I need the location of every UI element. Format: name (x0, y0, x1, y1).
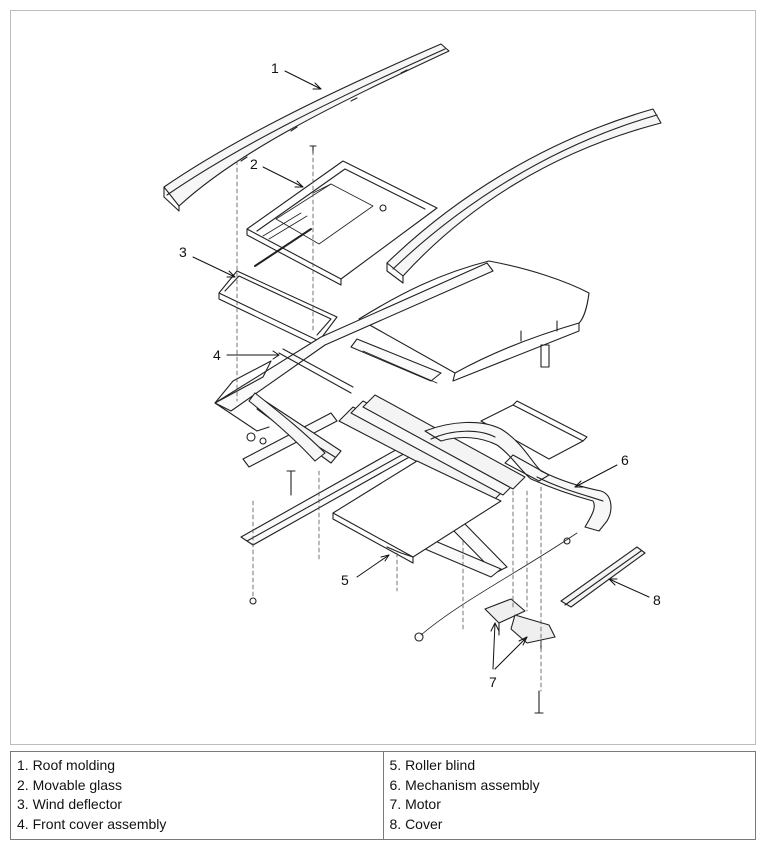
movable-glass-part (246, 145, 438, 286)
exploded-view-figure: 1 2 3 4 5 6 7 8 (10, 10, 756, 745)
legend-item-cover: 8. Cover (389, 815, 443, 832)
wind-deflector-part (218, 228, 338, 348)
assembly-guide-lines (236, 150, 542, 692)
legend-item-roof-molding: 1. Roof molding (17, 757, 116, 773)
legend-item-roller-blind: 5. Roller blind (389, 757, 476, 773)
callout-leaders (192, 70, 650, 670)
callout-2: 2 (250, 156, 258, 172)
callout-6: 6 (621, 452, 629, 468)
roof-molding-left-part (163, 43, 450, 212)
roller-tubes (338, 394, 526, 502)
callout-4: 4 (213, 347, 221, 363)
callout-1: 1 (271, 60, 279, 76)
roller-blind-part (332, 460, 502, 564)
roof-molding-right-part (386, 108, 662, 284)
legend-item-mechanism-assembly: 6. Mechanism assembly (389, 776, 540, 793)
front-shield-part (248, 392, 326, 462)
legend-column-left: 1. Roof molding 2. Movable glass 3. Wind… (11, 752, 383, 839)
cover-part (560, 546, 646, 608)
parts-legend-table: 1. Roof molding 2. Movable glass 3. Wind… (10, 751, 756, 840)
mechanism-assembly-part (424, 421, 612, 532)
callout-3: 3 (179, 244, 187, 260)
callout-7: 7 (489, 674, 497, 690)
rear-blind-part (480, 400, 588, 460)
callout-8: 8 (653, 592, 661, 608)
callout-5: 5 (341, 572, 349, 588)
legend-item-wind-deflector: 3. Wind deflector (17, 796, 123, 812)
legend-item-front-cover-assembly: 4. Front cover assembly (17, 815, 167, 832)
sunroof-exploded-diagram: 1 2 3 4 5 6 7 8 (163, 43, 662, 714)
bolt-icon (249, 597, 257, 605)
legend-column-right: 5. Roller blind 6. Mechanism assembly 7.… (382, 752, 756, 839)
legend-item-motor: 7. Motor (389, 796, 441, 812)
legend-item-movable-glass: 2. Movable glass (17, 776, 123, 793)
fixed-glass-panel (358, 260, 590, 382)
